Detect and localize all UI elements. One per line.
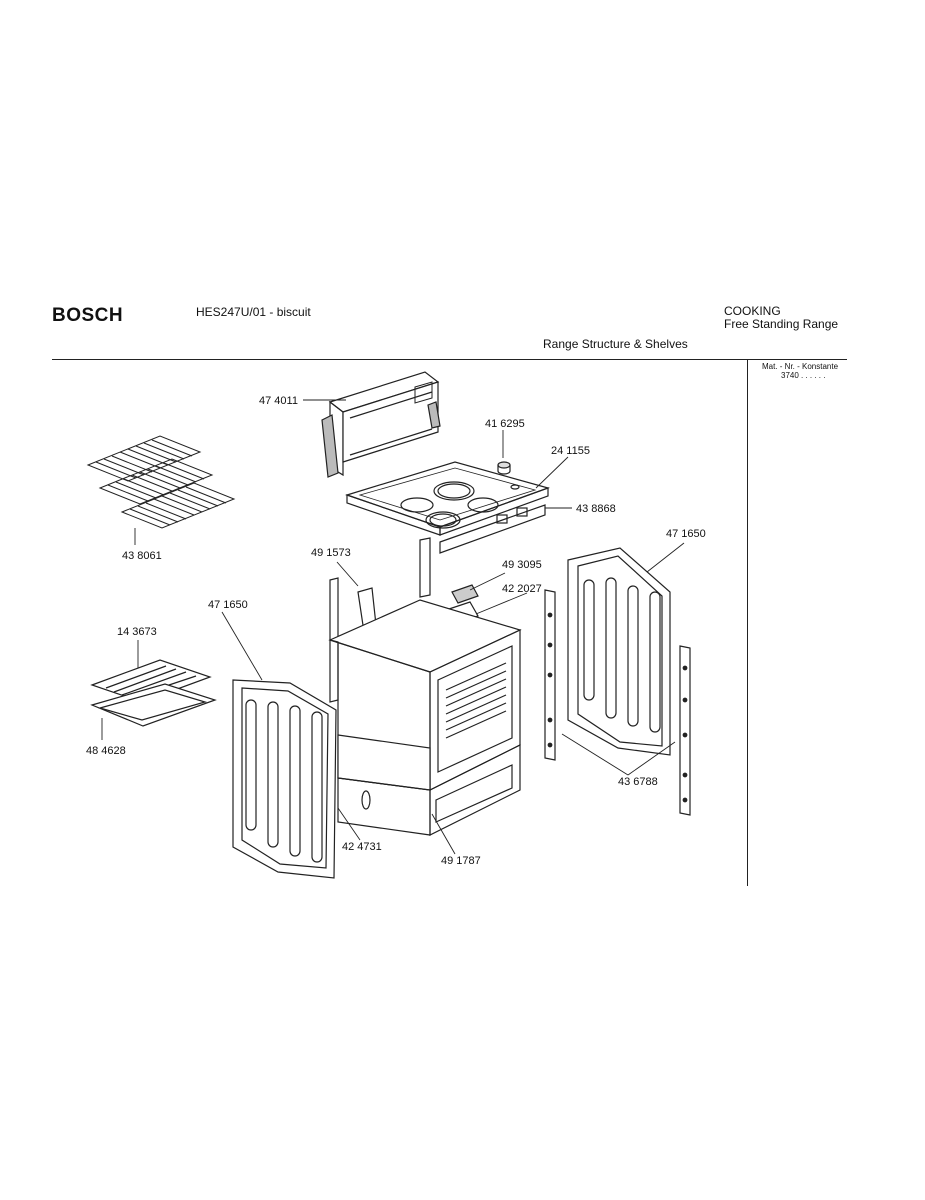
side-panel-right-part[interactable] [567,547,671,756]
oven-rack-1 [86,435,202,482]
label-broil-pan: 48 4628 [86,745,126,757]
label-duct: 49 1573 [311,547,351,559]
cooktop-part[interactable] [345,461,550,554]
range-body[interactable] [328,537,522,836]
oven-rack-3 [120,482,236,529]
label-drawer-side: 42 4731 [342,841,382,853]
oven-rack-2 [98,458,214,505]
backguard-part[interactable] [321,371,441,478]
side-divider [747,359,748,886]
label-cooktop-strip: 43 8868 [576,503,616,515]
label-knob: 41 6295 [485,418,525,430]
header-divider [52,359,847,360]
label-switch: 42 2027 [502,583,542,595]
label-trim-strips: 43 6788 [618,776,658,788]
trim-strips-part[interactable] [544,589,691,816]
leader-lines [101,399,685,855]
part-labels: 47 4011 41 6295 24 1155 43 8868 43 8061 … [86,395,706,867]
mat-nr-value: 3740 . . . . . . [781,371,826,380]
label-backguard: 47 4011 [259,395,298,407]
label-side-panel-left: 47 1650 [208,599,248,611]
subcategory-label: Free Standing Range [724,317,839,331]
brand-logo: BOSCH [52,305,124,326]
label-drawer: 49 1787 [441,855,481,867]
model-number: HES247U/01 - biscuit [196,305,311,319]
knob-part[interactable] [497,461,511,475]
side-panel-left-part[interactable] [232,679,337,879]
label-cooktop: 24 1155 [551,445,590,457]
mat-nr-label: Mat. - Nr. - Konstante [762,362,839,371]
label-oven-racks: 43 8061 [122,550,162,562]
label-bracket: 49 3095 [502,559,542,571]
label-broil-grid: 14 3673 [117,626,157,638]
category-label: COOKING [724,304,781,318]
section-title: Range Structure & Shelves [543,337,688,351]
oven-racks-part[interactable] [86,435,236,529]
label-side-panel-right: 47 1650 [666,528,706,540]
broil-pan-part[interactable] [90,683,217,727]
